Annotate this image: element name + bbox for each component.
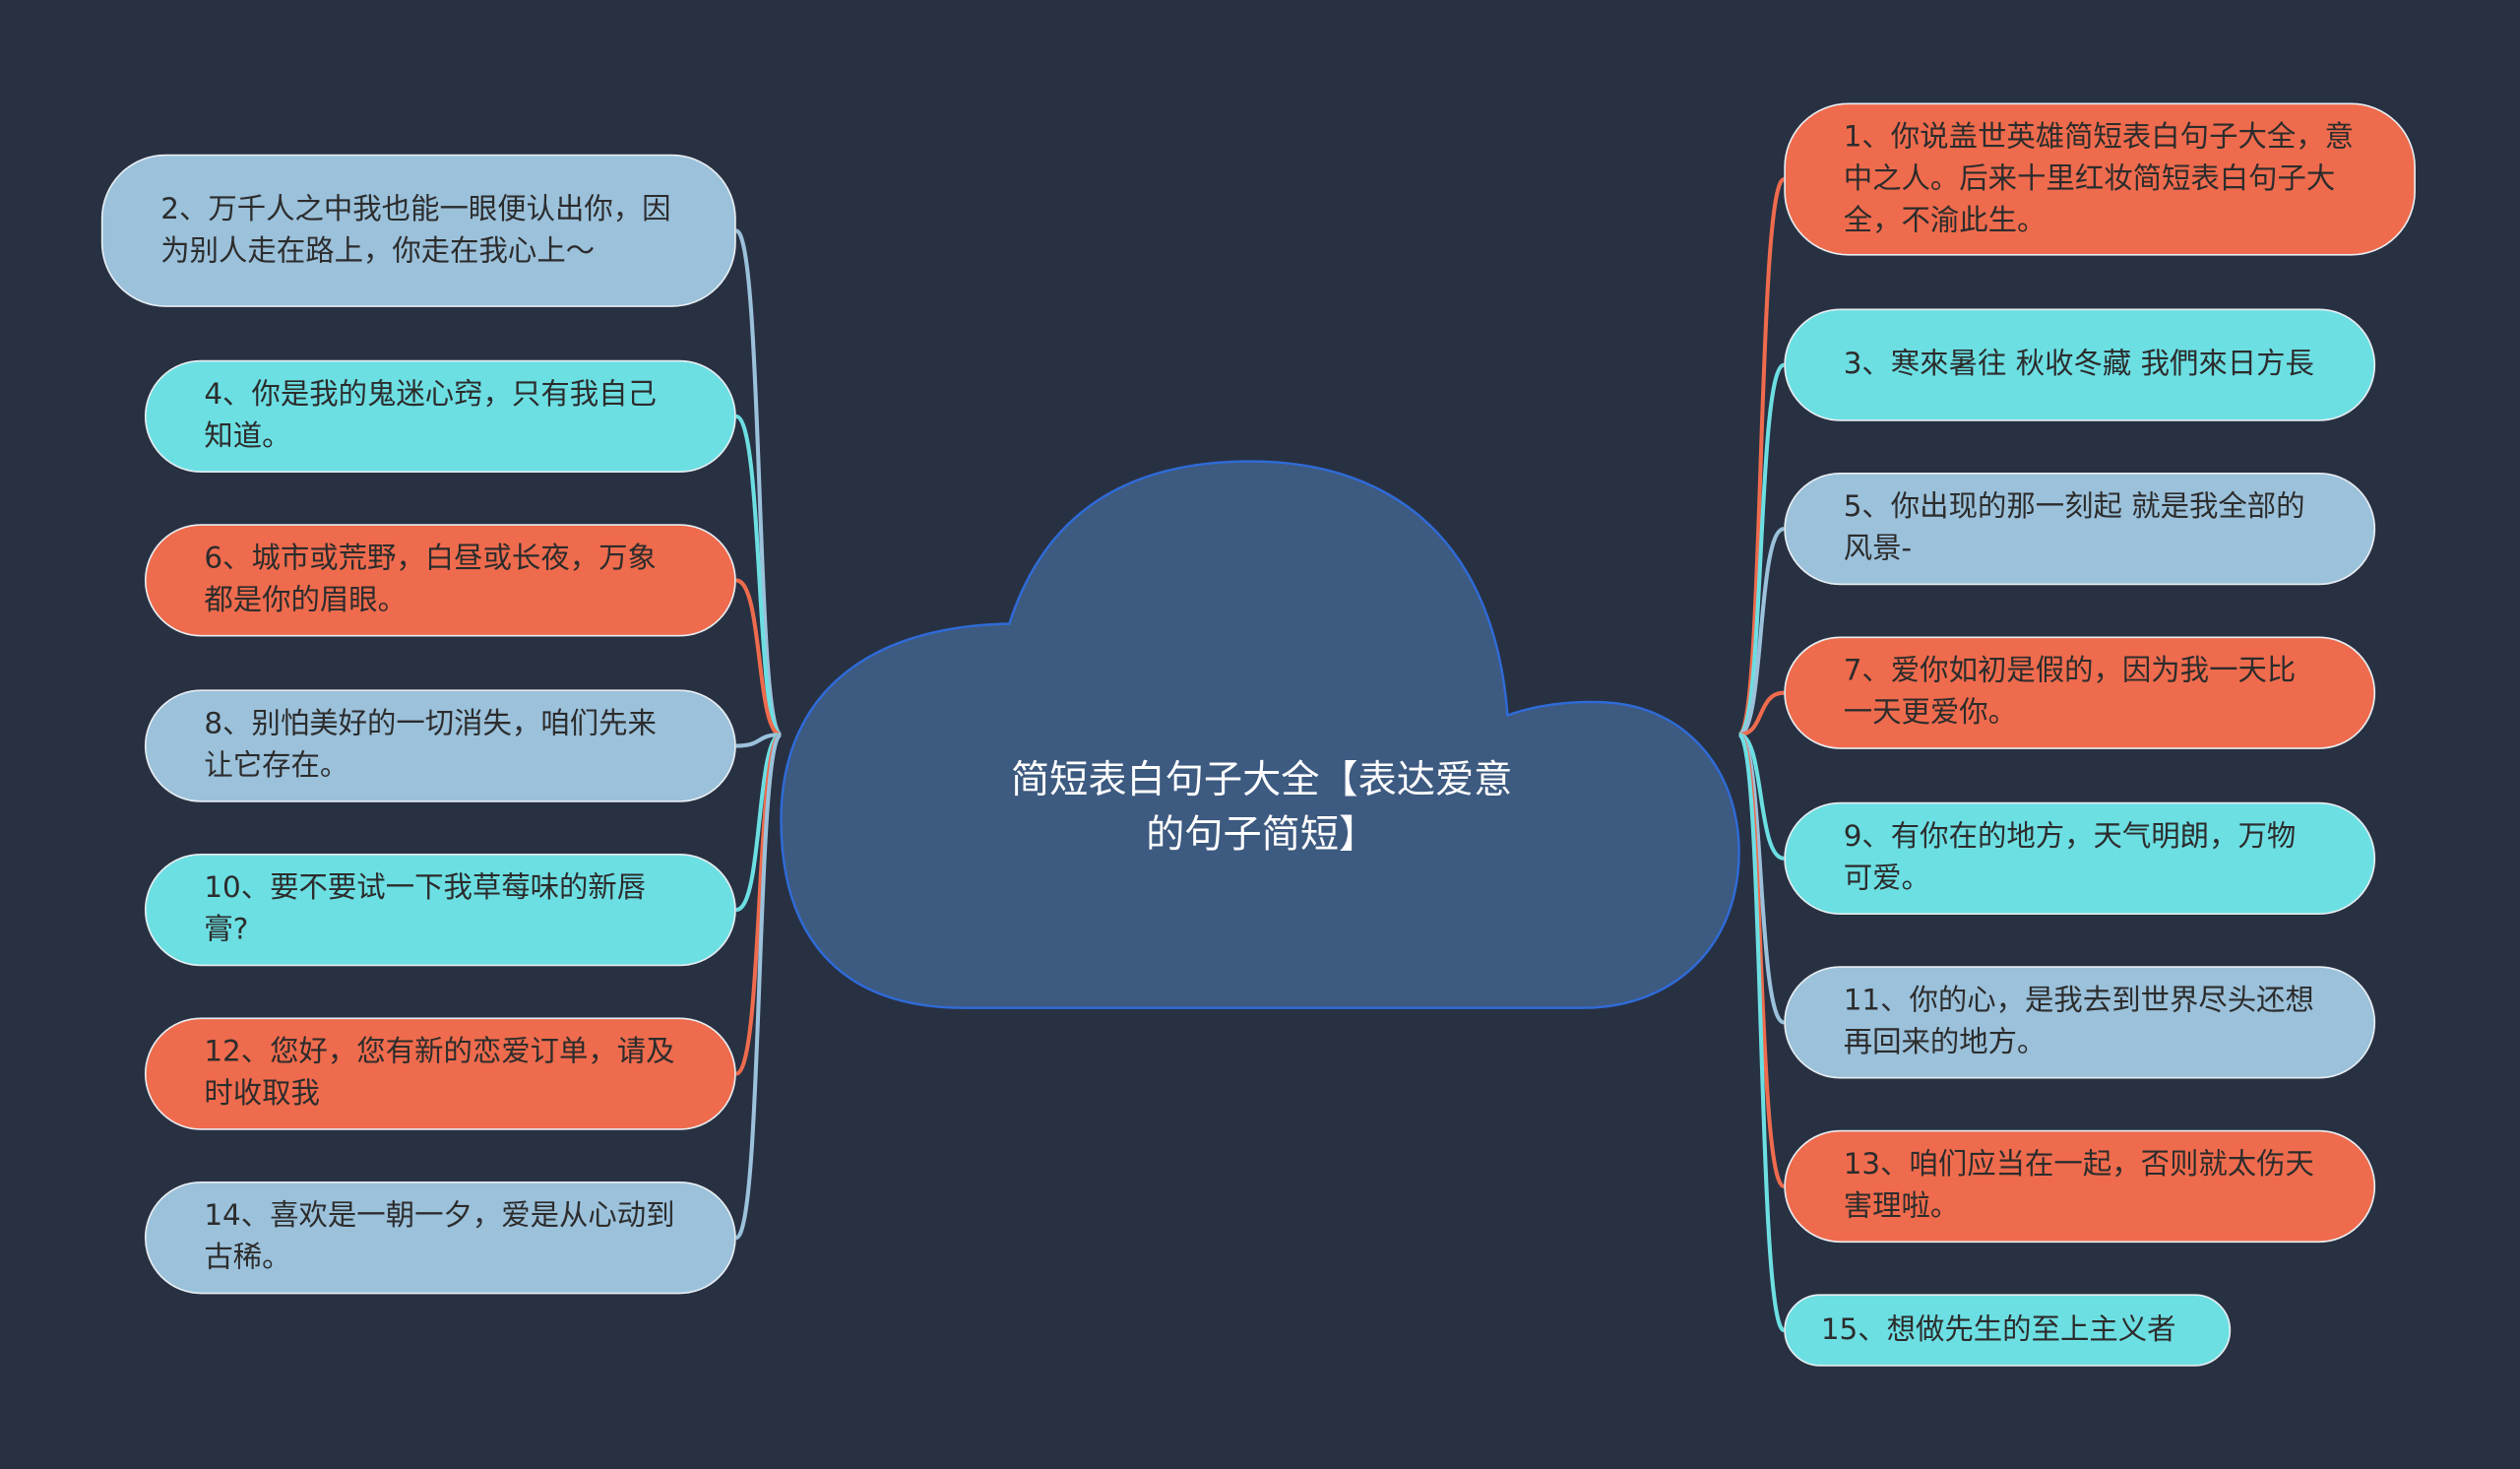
node-text: 8、别怕美好的一切消失，咱们先来让它存在。	[204, 707, 657, 784]
node-text: 14、喜欢是一朝一夕，爱是从心动到古稀。	[204, 1198, 675, 1275]
left-node[interactable]: 4、你是我的鬼迷心窍，只有我自己知道。	[144, 359, 736, 474]
node-text: 6、城市或荒野，白昼或长夜，万象都是你的眉眼。	[204, 542, 657, 617]
node-text: 15、想做先生的至上主义者	[1820, 1312, 2176, 1347]
left-node[interactable]: 12、您好，您有新的恋爱订单，请及时收取我	[144, 1017, 736, 1130]
connector-line	[1736, 733, 1787, 1333]
right-node[interactable]: 3、寒來暑往 秋收冬藏 我們來日方長	[1784, 308, 2376, 421]
connector-line	[1737, 362, 1786, 737]
connector-line	[1737, 733, 1785, 861]
node-text: 4、你是我的鬼迷心窍，只有我自己知道。	[204, 377, 657, 454]
node-text: 9、有你在的地方，天气明朗，万物可爱。	[1843, 819, 2297, 896]
right-node[interactable]: 15、想做先生的至上主义者	[1784, 1294, 2232, 1367]
right-node[interactable]: 9、有你在的地方，天气明朗，万物可爱。	[1784, 801, 2376, 916]
node-text: 10、要不要试一下我草莓味的新唇膏?	[204, 870, 647, 947]
connector-line	[735, 733, 783, 913]
node-text: 5、你出现的那一刻起 就是我全部的风景-	[1843, 489, 2305, 566]
connector-line	[735, 578, 783, 737]
node-text: 1、你说盖世英雄简短表白句子大全，意中之人。后来十里红妆简短表白句子大全，不渝此…	[1843, 119, 2355, 237]
connector-line	[733, 733, 784, 1241]
central-topic[interactable]: 简短表白句子大全【表达爱意的句子简短】	[1010, 757, 1513, 858]
right-node[interactable]: 1、你说盖世英雄简短表白句子大全，意中之人。后来十里红妆简短表白句子大全，不渝此…	[1784, 102, 2416, 256]
connector-line	[1738, 690, 1785, 737]
left-node[interactable]: 2、万千人之中我也能一眼便认出你，因为别人走在路上，你走在我心上～	[100, 154, 736, 307]
left-node[interactable]: 10、要不要试一下我草莓味的新唇膏?	[144, 853, 736, 967]
connector-line	[1737, 527, 1786, 737]
node-text: 13、咱们应当在一起，否则就太伤天害理啦。	[1843, 1147, 2314, 1224]
node-text: 11、你的心，是我去到世界尽头还想再回来的地方。	[1843, 984, 2314, 1059]
connector-line	[734, 414, 783, 737]
connector-line	[735, 733, 782, 748]
left-node[interactable]: 14、喜欢是一朝一夕，爱是从心动到古稀。	[144, 1182, 736, 1295]
right-node[interactable]: 5、你出现的那一刻起 就是我全部的风景-	[1784, 473, 2376, 586]
node-text: 3、寒來暑往 秋收冬藏 我們來日方長	[1843, 347, 2314, 381]
connector-line	[733, 228, 784, 737]
right-node[interactable]: 11、你的心，是我去到世界尽头还想再回来的地方。	[1784, 966, 2376, 1079]
node-text: 2、万千人之中我也能一眼便认出你，因为别人走在路上，你走在我心上～	[160, 192, 671, 268]
node-text: 12、您好，您有新的恋爱订单，请及时收取我	[204, 1035, 675, 1112]
left-node[interactable]: 8、别怕美好的一切消失，咱们先来让它存在。	[144, 689, 736, 802]
right-node[interactable]: 7、爱你如初是假的，因为我一天比一天更爱你。	[1784, 636, 2376, 749]
right-node[interactable]: 13、咱们应当在一起，否则就太伤天害理啦。	[1784, 1129, 2376, 1244]
node-text: 7、爱你如初是假的，因为我一天比一天更爱你。	[1843, 654, 2297, 731]
left-node[interactable]: 6、城市或荒野，白昼或长夜，万象都是你的眉眼。	[144, 524, 736, 637]
